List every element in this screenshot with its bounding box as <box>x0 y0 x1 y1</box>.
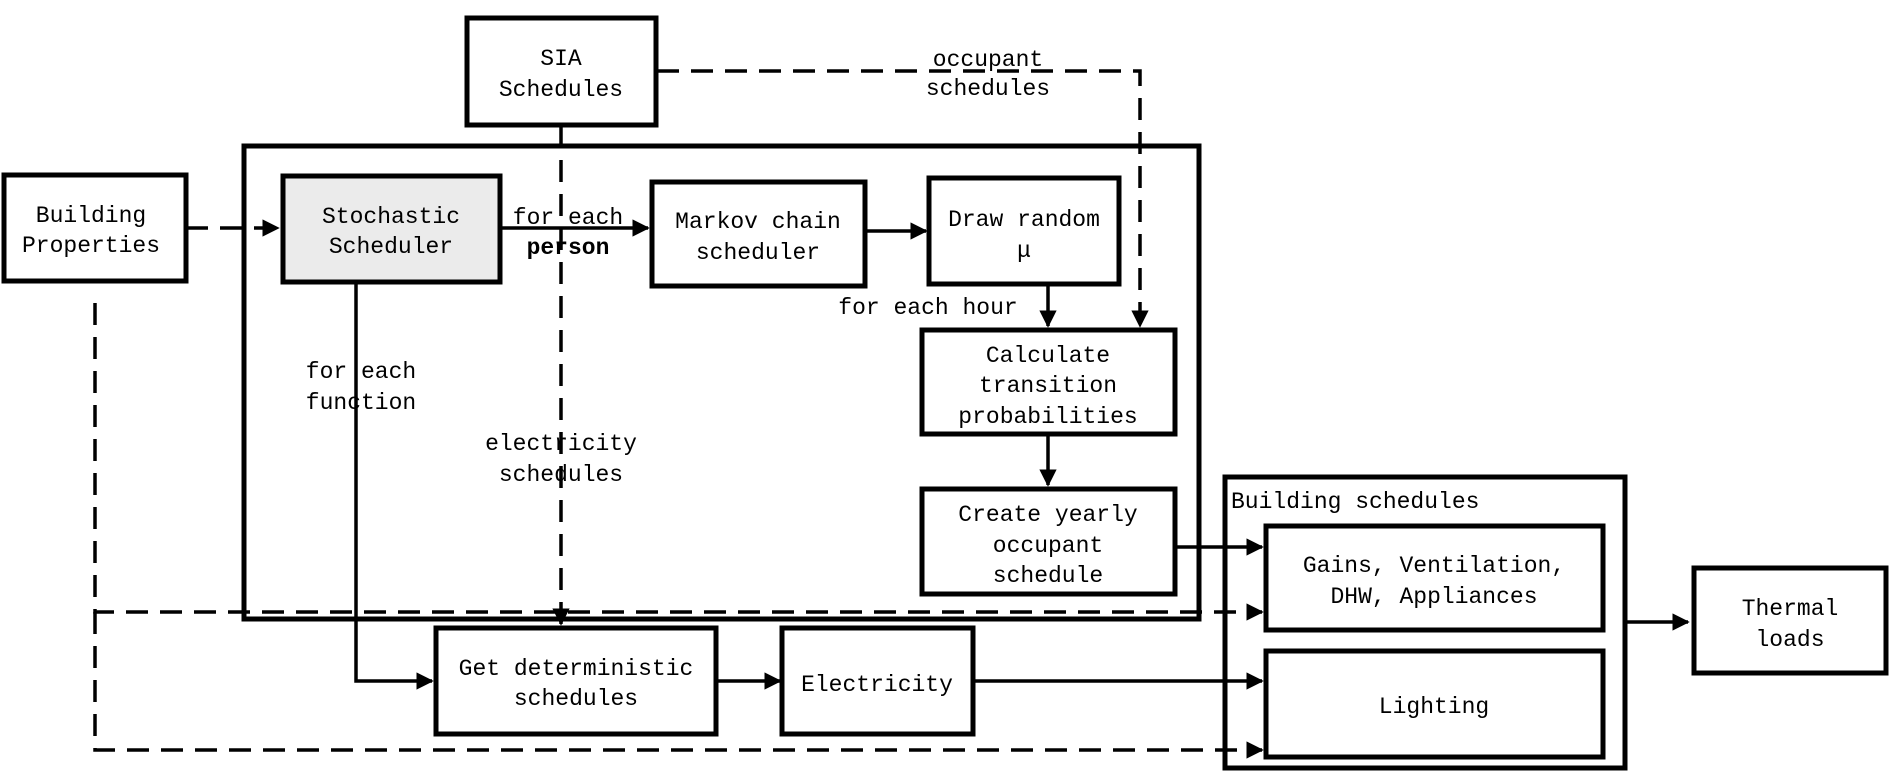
svg-text:transition: transition <box>979 373 1117 399</box>
svg-text:Draw random: Draw random <box>948 207 1100 233</box>
building-properties-box: Building Properties <box>1 172 189 284</box>
svg-text:Thermal: Thermal <box>1742 596 1839 622</box>
calculate-transition-probabilities-box: Calculate transition probabilities <box>919 327 1178 437</box>
svg-text:Create yearly: Create yearly <box>958 502 1138 528</box>
svg-text:Calculate: Calculate <box>986 343 1110 369</box>
svg-text:for each: for each <box>306 359 416 385</box>
arrow-stochastic-to-deterministic <box>354 281 434 690</box>
svg-text:electricity: electricity <box>485 431 637 457</box>
electricity-box: Electricity <box>779 625 976 737</box>
svg-text:schedules: schedules <box>926 76 1050 102</box>
electricity-schedules-label: electricity schedules <box>485 431 637 488</box>
arrow-building-to-lighting <box>93 612 1264 759</box>
svg-text:Schedules: Schedules <box>499 77 623 103</box>
occupant-schedules-label: occupant schedules <box>926 47 1050 102</box>
svg-text:schedule: schedule <box>993 563 1103 589</box>
svg-text:probabilities: probabilities <box>958 404 1137 430</box>
stochastic-scheduler-box: Stochastic Scheduler <box>280 173 503 285</box>
for-each-function-label: for each function <box>306 359 416 416</box>
for-each-person-label: for each person <box>513 205 623 261</box>
svg-text:schedules: schedules <box>514 686 638 712</box>
svg-text:function: function <box>306 390 416 416</box>
sia-schedules-box: SIA Schedules <box>464 15 659 128</box>
svg-text:Markov chain: Markov chain <box>675 209 841 235</box>
lighting-box: Lighting <box>1263 648 1606 760</box>
for-each-hour-label: for each hour <box>838 295 1017 321</box>
svg-text:Lighting: Lighting <box>1379 694 1489 720</box>
svg-text:occupant: occupant <box>993 533 1103 559</box>
markov-chain-scheduler-box: Markov chain scheduler <box>649 179 868 289</box>
thermal-loads-box: Thermal loads <box>1691 565 1889 676</box>
svg-text:Scheduler: Scheduler <box>329 234 453 260</box>
stochastic-process-frame <box>241 143 1202 622</box>
svg-text:Building: Building <box>36 203 146 229</box>
svg-text:scheduler: scheduler <box>696 240 820 266</box>
svg-text:μ: μ <box>1017 238 1031 264</box>
svg-text:SIA: SIA <box>540 46 582 72</box>
gains-ventilation-dhw-appliances-box: Gains, Ventilation, DHW, Appliances <box>1263 523 1606 633</box>
svg-text:loads: loads <box>1755 627 1824 653</box>
create-yearly-occupant-schedule-box: Create yearly occupant schedule <box>919 486 1178 597</box>
get-deterministic-schedules-box: Get deterministic schedules <box>433 625 719 737</box>
svg-text:DHW, Appliances: DHW, Appliances <box>1330 584 1537 610</box>
svg-text:occupant: occupant <box>933 47 1043 73</box>
draw-random-box: Draw random μ <box>926 175 1122 287</box>
svg-text:Gains, Ventilation,: Gains, Ventilation, <box>1303 553 1565 579</box>
svg-text:for each: for each <box>513 205 623 231</box>
svg-text:schedules: schedules <box>499 462 623 488</box>
arrow-sia-occupant-schedules <box>657 69 1149 328</box>
svg-text:Electricity: Electricity <box>801 672 953 698</box>
svg-text:Properties: Properties <box>22 233 160 259</box>
svg-text:Get deterministic: Get deterministic <box>459 656 694 682</box>
svg-text:person: person <box>527 235 610 261</box>
svg-text:Stochastic: Stochastic <box>322 204 460 230</box>
group-title: Building schedules <box>1231 489 1479 515</box>
